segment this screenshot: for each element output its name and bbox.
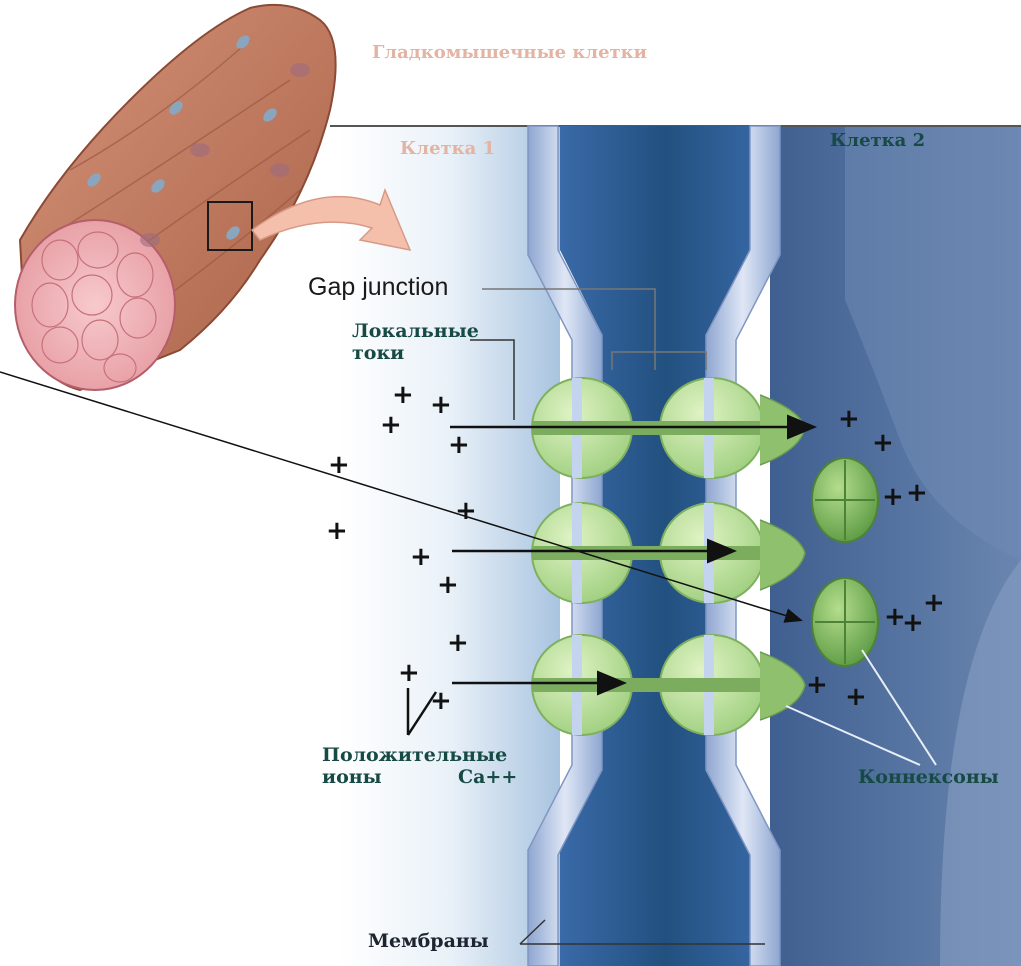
local-currents-label-line1: Локальные	[352, 322, 479, 342]
free-connexon-2	[812, 578, 878, 666]
positive-ions-label-line2: ионы	[322, 768, 382, 788]
calcium-label: Ca++	[458, 768, 517, 788]
ion-plus: +	[838, 406, 860, 432]
cell-2-label: Клетка 2	[830, 132, 925, 151]
gap-junction-label: Gap junction	[308, 274, 448, 300]
ion-plus: +	[455, 498, 477, 524]
ion-plus: +	[923, 590, 945, 616]
ion-plus: +	[398, 660, 420, 686]
ion-plus: +	[806, 672, 828, 698]
positive-ions-label-line1: Положительные	[322, 746, 507, 766]
ion-plus: +	[845, 684, 867, 710]
local-currents-label-line2: токи	[352, 344, 404, 364]
cell-1-label: Клетка 1	[400, 140, 495, 159]
connexons-label: Коннексоны	[858, 768, 999, 788]
ion-plus: +	[872, 430, 894, 456]
membranes-label: Мембраны	[368, 932, 489, 952]
ion-plus: +	[902, 610, 924, 636]
cell-1-cytoplasm	[340, 126, 560, 966]
ion-plus: +	[906, 480, 928, 506]
smooth-muscle-cells-label: Гладкомышечные клетки	[372, 44, 647, 63]
ion-plus: +	[392, 382, 414, 408]
ion-plus: +	[328, 452, 350, 478]
ion-plus: +	[448, 432, 470, 458]
free-connexon-1	[812, 458, 878, 542]
ion-plus: +	[326, 518, 348, 544]
ion-plus: +	[410, 544, 432, 570]
ion-plus: +	[447, 630, 469, 656]
ion-plus: +	[430, 688, 452, 714]
ion-plus: +	[430, 392, 452, 418]
ion-plus: +	[380, 412, 402, 438]
ion-plus: +	[437, 572, 459, 598]
ion-plus: +	[882, 484, 904, 510]
smooth-muscle-bundle	[15, 5, 336, 390]
